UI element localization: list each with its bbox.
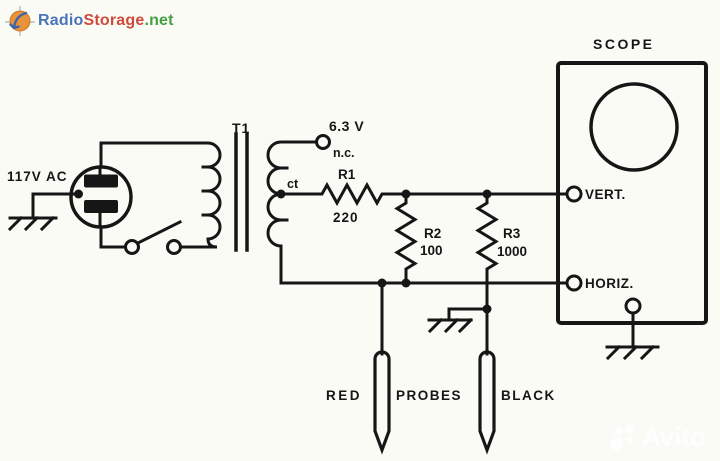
label-r1-value: 220 bbox=[333, 210, 359, 225]
transformer-primary bbox=[99, 141, 222, 249]
label-r2-value: 100 bbox=[420, 243, 443, 258]
switch-terminal-left bbox=[124, 239, 140, 255]
label-ac-input: 117V AC bbox=[7, 169, 68, 184]
primary-coil-cusps bbox=[201, 165, 210, 217]
label-black: BLACK bbox=[501, 388, 556, 403]
transformer-secondary bbox=[266, 140, 569, 285]
junction-dots bbox=[276, 189, 492, 314]
label-ct: ct bbox=[287, 177, 299, 191]
nc-terminal bbox=[315, 134, 331, 150]
secondary-coil-cusps bbox=[279, 166, 289, 222]
resistor-r1-and-top-rail bbox=[279, 181, 569, 207]
brand-storage: Storage bbox=[83, 12, 145, 29]
junction-dot bbox=[482, 189, 492, 199]
ground-symbol-scope bbox=[605, 311, 660, 361]
brand-net: .net bbox=[144, 12, 174, 29]
switch-arm bbox=[136, 219, 183, 245]
black-probe bbox=[478, 350, 496, 455]
switch-terminal-right bbox=[166, 239, 182, 255]
transformer-core bbox=[234, 132, 249, 252]
label-r3: R3 bbox=[503, 226, 521, 241]
ac-plug-blade-bottom bbox=[84, 200, 118, 213]
horiz-terminal bbox=[565, 274, 583, 292]
radiostorage-logo-icon bbox=[5, 6, 35, 36]
label-scope: SCOPE bbox=[593, 36, 655, 52]
label-vert: VERT. bbox=[585, 187, 626, 202]
junction-dot-ct bbox=[276, 189, 286, 199]
label-r1: R1 bbox=[338, 167, 356, 182]
resistor-r2 bbox=[394, 192, 418, 285]
label-r3-value: 1000 bbox=[497, 244, 527, 259]
label-t1: T1 bbox=[232, 120, 250, 136]
junction-dot bbox=[401, 189, 411, 199]
crt-screen bbox=[589, 82, 679, 172]
label-horiz: HORIZ. bbox=[585, 276, 634, 291]
junction-dot bbox=[401, 278, 411, 288]
label-r2: R2 bbox=[424, 226, 441, 241]
label-nc: n.c. bbox=[333, 146, 355, 160]
avito-watermark: Avito bbox=[610, 422, 706, 453]
avito-watermark-text: Avito bbox=[641, 422, 706, 452]
ground-symbol-left bbox=[7, 192, 80, 232]
ac-plug-blade-top bbox=[84, 174, 118, 188]
red-probe bbox=[373, 350, 391, 455]
plug-bottom-wire bbox=[99, 225, 127, 249]
junction-dot bbox=[482, 304, 492, 314]
power-switch bbox=[124, 219, 183, 255]
scope-ground-terminal bbox=[624, 297, 642, 315]
junction-dot bbox=[377, 278, 387, 288]
brand-radio: Radio bbox=[38, 12, 84, 29]
label-6v3: 6.3 V bbox=[329, 118, 364, 134]
resistor-r3 bbox=[475, 192, 499, 356]
label-red: RED bbox=[326, 388, 362, 403]
vert-terminal bbox=[565, 185, 583, 203]
ground-symbol-probe bbox=[427, 307, 489, 334]
avito-logo-dots-icon bbox=[610, 424, 635, 450]
label-probes: PROBES bbox=[396, 388, 462, 403]
